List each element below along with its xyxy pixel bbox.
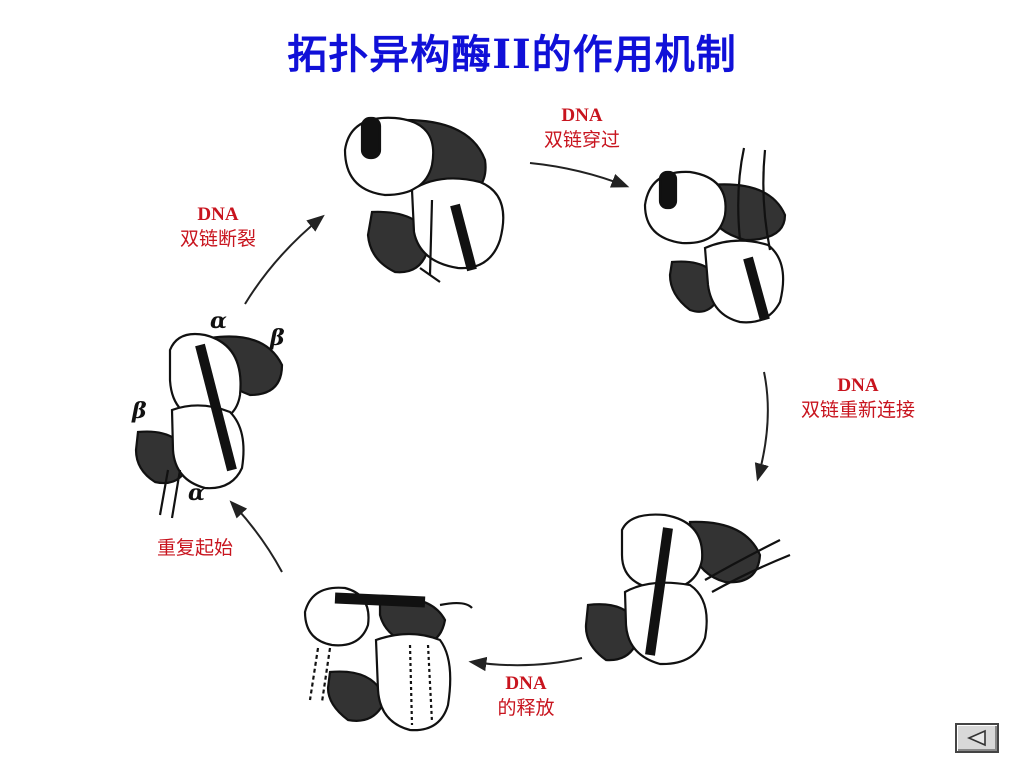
arrow-religate	[754, 371, 769, 482]
step-label-religate-zh: 双链重新连接	[800, 399, 915, 421]
step-label-restart: 重复起始	[140, 536, 250, 560]
step-label-pass: DNA 双链穿过	[522, 104, 642, 152]
cycle-arrows	[229, 162, 769, 672]
previous-slide-button[interactable]	[955, 723, 999, 753]
step-label-cleave-en: DNA	[197, 204, 239, 225]
subunit-labels: α β β α	[131, 308, 285, 506]
arrow-release	[468, 656, 583, 672]
arrow-pass	[529, 162, 630, 188]
step-label-religate-en: DNA	[837, 375, 879, 396]
subunit-label-beta-right: β	[269, 325, 285, 351]
step-label-restart-zh: 重复起始	[156, 537, 233, 559]
step-label-religate: DNA 双链重新连接	[778, 374, 938, 422]
page-title: 拓扑异构酶II的作用机制	[287, 31, 737, 78]
step-label-cleave: DNA 双链断裂	[160, 203, 276, 251]
step-label-release-zh: 的释放	[497, 697, 555, 719]
enzyme-state-bottom	[303, 586, 473, 732]
subunit-label-alpha-bottom: α	[188, 480, 205, 506]
enzyme-state-bottom-right	[584, 513, 791, 666]
step-label-pass-zh: 双链穿过	[543, 129, 620, 151]
arrow-restart	[229, 500, 283, 573]
arrow-cleave	[244, 214, 325, 305]
step-label-release-en: DNA	[505, 673, 547, 694]
triangle-left-icon	[967, 729, 986, 747]
enzyme-state-top-right	[643, 147, 787, 324]
step-label-release: DNA 的释放	[474, 672, 578, 720]
enzyme-state-top	[343, 116, 505, 283]
enzyme-state-left	[134, 332, 284, 519]
subunit-label-alpha-top: α	[210, 308, 227, 334]
step-label-cleave-zh: 双链断裂	[179, 228, 256, 250]
step-label-pass-en: DNA	[561, 105, 603, 126]
subunit-label-beta-left: β	[131, 398, 147, 424]
